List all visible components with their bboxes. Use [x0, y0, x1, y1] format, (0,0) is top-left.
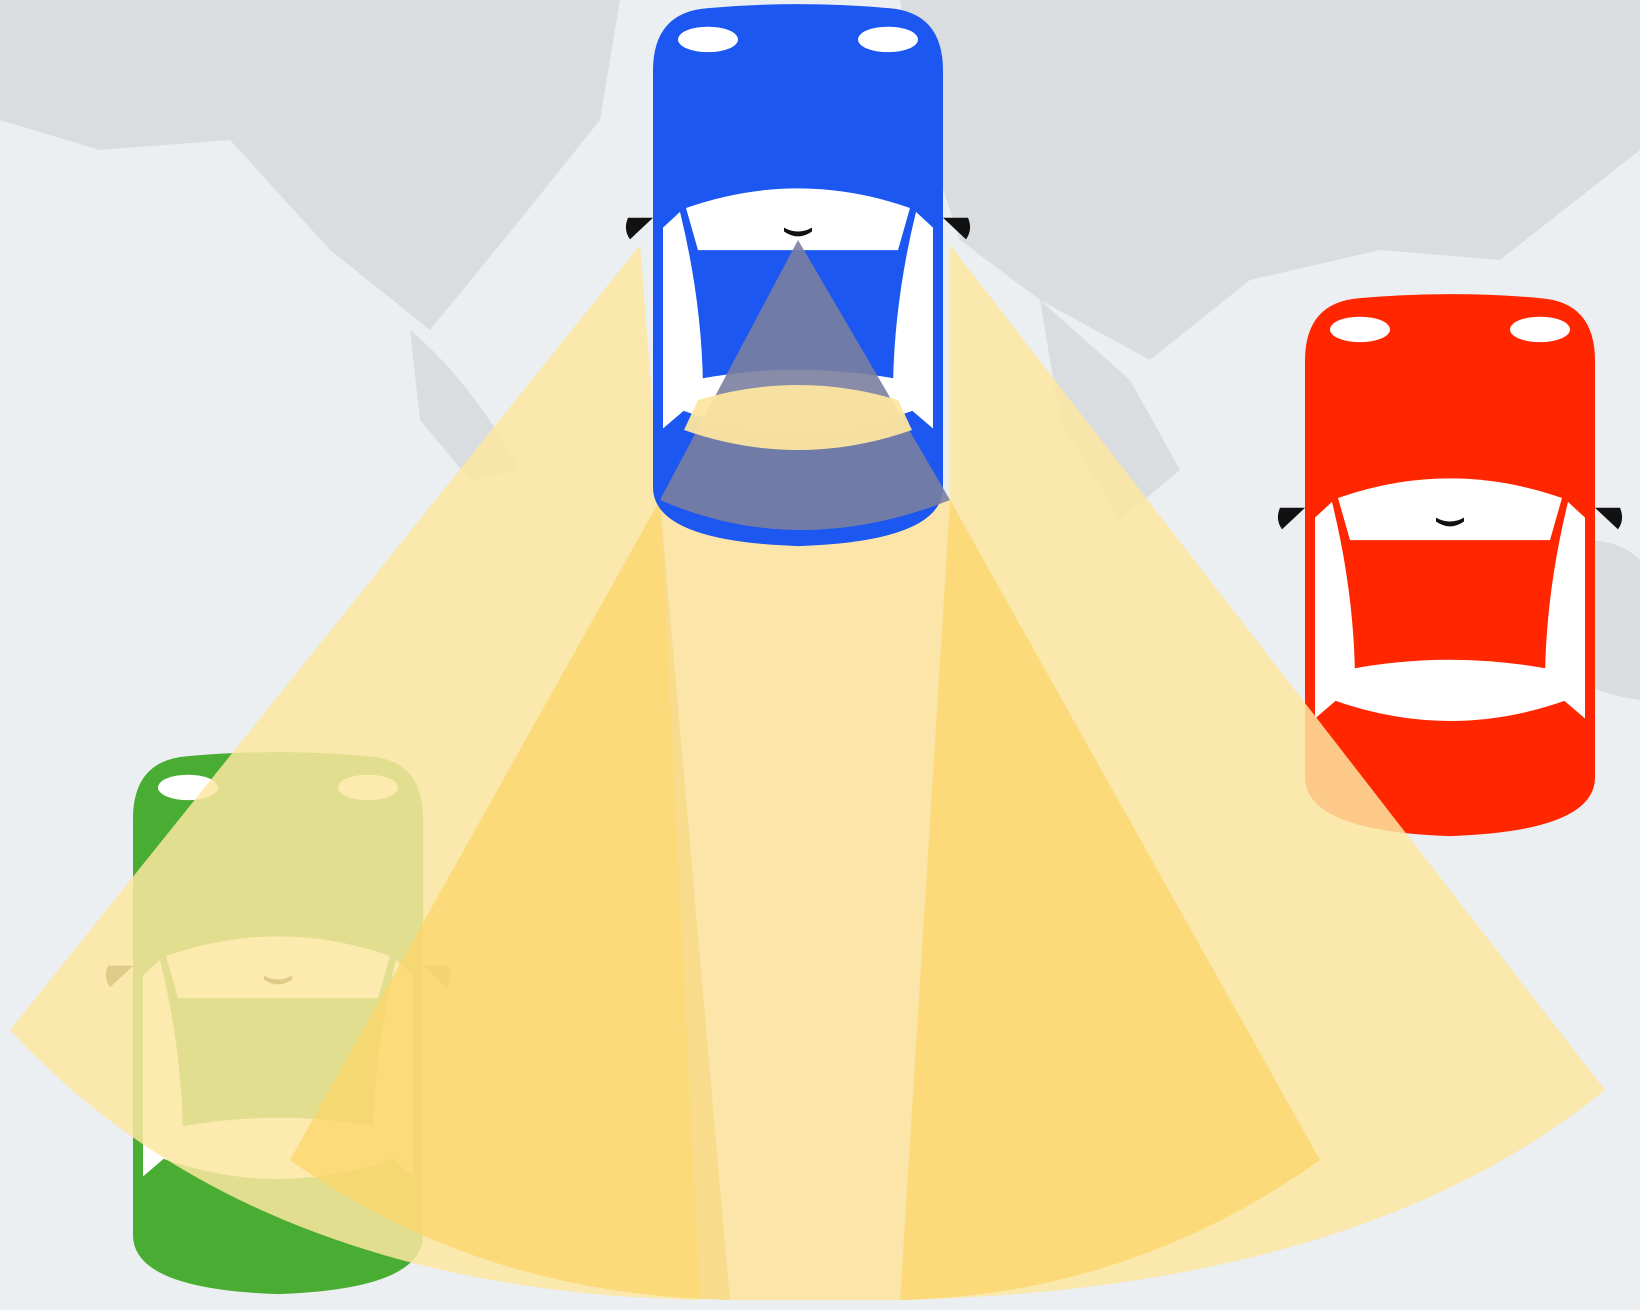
car-mirror — [943, 218, 970, 240]
car-mirror — [626, 218, 653, 240]
car-window — [1330, 317, 1390, 342]
car-window — [858, 27, 918, 52]
car-mirror — [1595, 508, 1622, 530]
car-window — [1510, 317, 1570, 342]
car-body — [1305, 294, 1595, 836]
car-mirror — [1278, 508, 1305, 530]
car-window — [678, 27, 738, 52]
map-landmass — [0, 0, 620, 330]
